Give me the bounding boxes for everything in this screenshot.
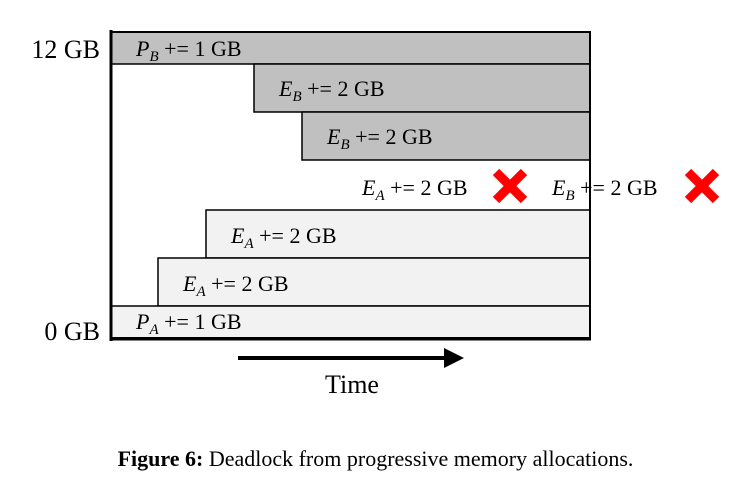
label-ea-1: EA += 2 GB (230, 223, 337, 252)
label-ea-2: EA += 2 GB (182, 271, 289, 300)
cross-mark-icon (492, 168, 528, 204)
cross-mark-icon (684, 168, 720, 204)
allocation-1: EB += 2 GB (253, 63, 591, 113)
failed-label-eb: EB += 2 GB (551, 175, 658, 204)
failed-label-ea: EA += 2 GB (361, 175, 468, 204)
bar-ea-1 (205, 209, 591, 259)
failed-request-b: EB += 2 GB (551, 168, 720, 204)
figure-caption-text: Deadlock from progressive memory allocat… (203, 446, 634, 471)
allocation-5: PA += 1 GB (110, 305, 591, 339)
label-eb-2: EB += 2 GB (326, 124, 433, 153)
axis-bottom-label: 0 GB (44, 317, 100, 346)
axis-top-label: 12 GB (31, 35, 100, 64)
label-eb-1: EB += 2 GB (278, 76, 385, 105)
allocation-3: EA += 2 GB (205, 209, 591, 259)
allocation-0: PB += 1 GB (110, 31, 591, 65)
label-pa: PA += 1 GB (135, 309, 242, 338)
bar-pa (110, 305, 591, 339)
allocation-4: EA += 2 GB (157, 257, 591, 307)
failed-request-a: EA += 2 GB (361, 168, 528, 204)
deadlock-diagram: 12 GB 0 GB PB += 1 GB EB += 2 GB EB += 2… (31, 30, 720, 399)
time-arrow-icon (238, 348, 464, 368)
figure-caption: Figure 6: Deadlock from progressive memo… (0, 446, 751, 472)
bar-eb-2 (301, 111, 591, 161)
label-pb: PB += 1 GB (135, 36, 242, 65)
allocation-2: EB += 2 GB (301, 111, 591, 161)
time-label: Time (325, 370, 379, 399)
figure-label: Figure 6: (117, 446, 204, 471)
